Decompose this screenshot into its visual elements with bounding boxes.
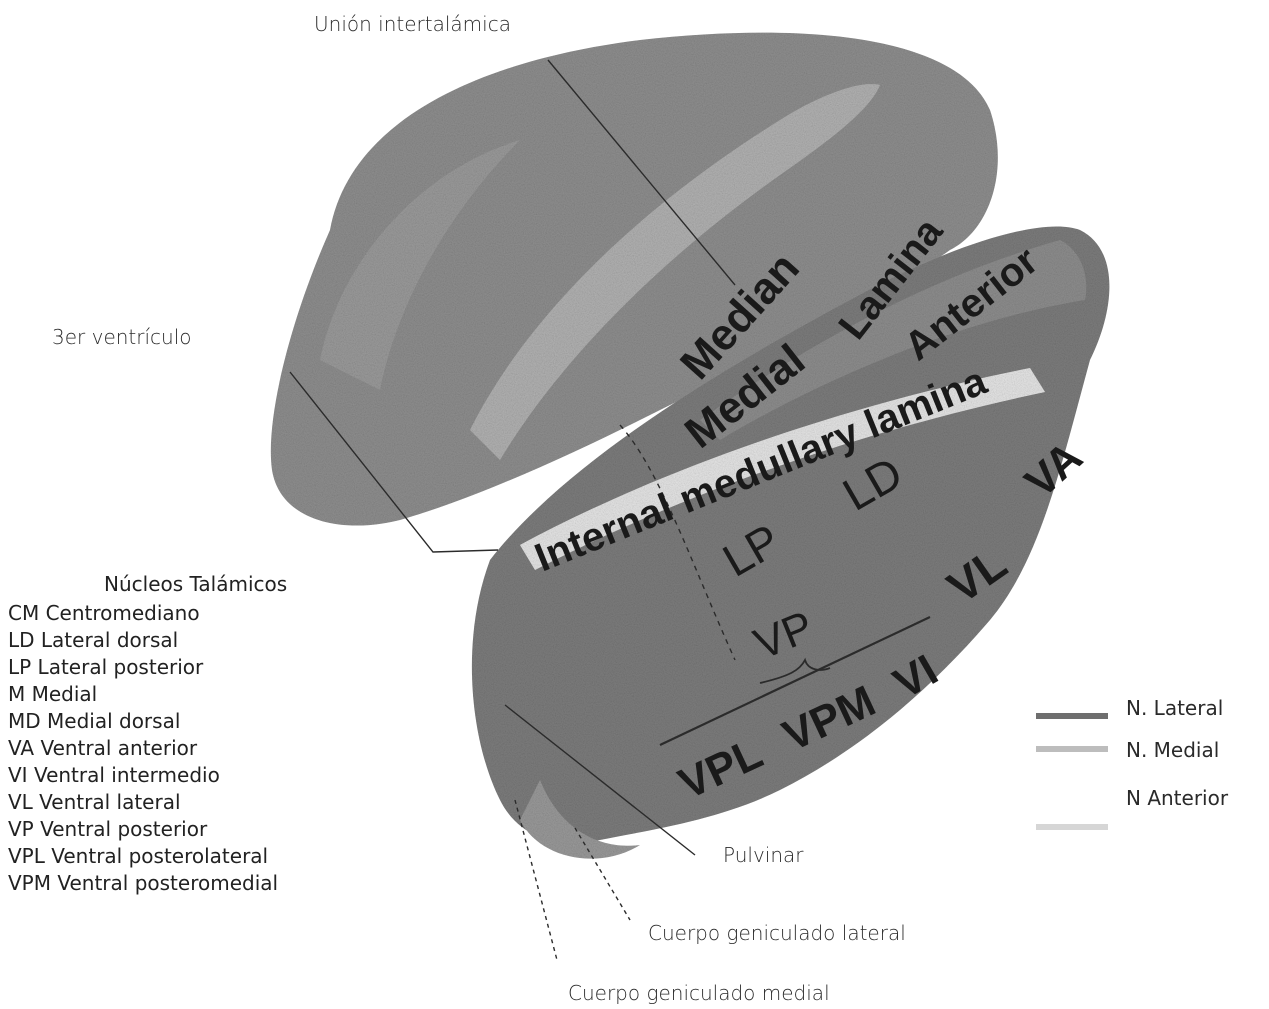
legend-item: MD Medial dorsal — [8, 708, 287, 735]
legend-item: LD Lateral dorsal — [8, 627, 287, 654]
label-medial-geniculate: Cuerpo geniculado medial — [568, 983, 830, 1003]
legend-item: LP Lateral posterior — [8, 654, 287, 681]
legend-item: M Medial — [8, 681, 287, 708]
legend-item: VL Ventral lateral — [8, 789, 287, 816]
nuclei-legend-title: Núcleos Talámicos — [104, 572, 287, 596]
legend-item: VPL Ventral posterolateral — [8, 843, 287, 870]
color-key-label-lateral: N. Lateral — [1126, 696, 1223, 720]
legend-item: VI Ventral intermedio — [8, 762, 287, 789]
label-lateral-geniculate: Cuerpo geniculado lateral — [648, 923, 906, 943]
color-key-label-medial: N. Medial — [1126, 738, 1219, 762]
swatch-lateral — [1036, 713, 1108, 719]
legend-item: VPM Ventral posteromedial — [8, 870, 287, 897]
legend-item: CM Centromediano — [8, 600, 287, 627]
swatch-anterior — [1036, 824, 1108, 830]
lgn-pointer — [575, 828, 630, 920]
swatch-medial — [1036, 746, 1108, 752]
legend-item: VP Ventral posterior — [8, 816, 287, 843]
nuclei-legend: Núcleos Talámicos CM Centromediano LD La… — [8, 572, 287, 897]
label-pulvinar: Pulvinar — [723, 845, 804, 865]
label-third-ventricle: 3er ventrículo — [52, 327, 192, 347]
color-key-label-anterior: N Anterior — [1126, 786, 1228, 810]
legend-item: VA Ventral anterior — [8, 735, 287, 762]
label-union-intertalamica: Unión intertalámica — [314, 14, 511, 34]
